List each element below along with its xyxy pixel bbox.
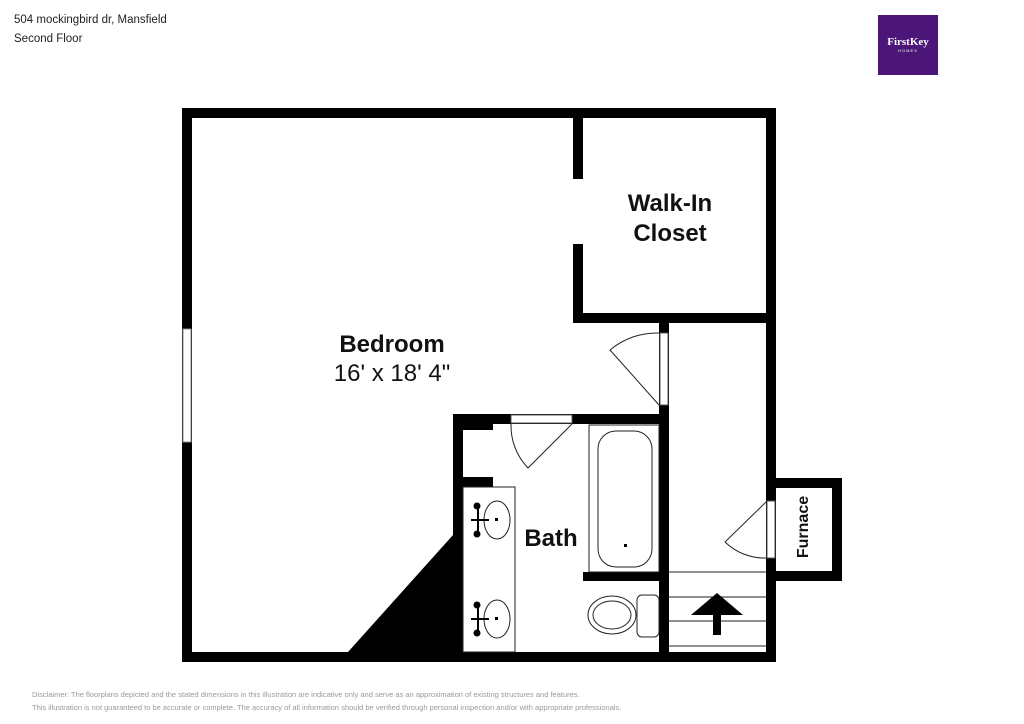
wall-right bbox=[766, 108, 776, 662]
bath-door-swing[interactable] bbox=[510, 423, 573, 469]
closet-wall-upper bbox=[573, 118, 583, 179]
closet-label-line2: Closet bbox=[633, 220, 707, 247]
faucet-handle-icon bbox=[473, 530, 481, 538]
furnace-label: Furnace bbox=[795, 495, 812, 559]
sink-drain-icon bbox=[495, 617, 498, 620]
faucet-handle-icon bbox=[473, 601, 481, 609]
stair-void bbox=[348, 535, 453, 652]
wall-top bbox=[182, 108, 776, 118]
closet-wall-lower bbox=[573, 244, 583, 323]
bath-label: Bath bbox=[524, 525, 578, 552]
bath-wall-left bbox=[453, 414, 463, 662]
furnace-door-swing[interactable] bbox=[724, 501, 767, 559]
faucet-handle-icon bbox=[473, 629, 481, 637]
bathtub-outer bbox=[588, 424, 660, 573]
property-address: 504 mockingbird dr, Mansfield bbox=[14, 14, 167, 26]
walls bbox=[182, 108, 842, 662]
closet-label-line1: Walk-In bbox=[627, 190, 713, 217]
logo-name: FirstKey bbox=[887, 35, 929, 48]
wall-bottom bbox=[182, 652, 776, 662]
hall-wall bbox=[659, 313, 669, 662]
toilet-bowl bbox=[587, 595, 637, 635]
furnace-door-opening bbox=[766, 500, 776, 559]
furnace-wall-top bbox=[766, 478, 842, 488]
closet-wall-bottom bbox=[573, 313, 776, 323]
faucet-icon bbox=[471, 508, 489, 532]
furnace-wall-right bbox=[832, 478, 842, 581]
hall-door-opening bbox=[659, 332, 669, 406]
bedroom-label: Bedroom bbox=[339, 331, 445, 358]
bedroom-door-swing[interactable] bbox=[609, 332, 660, 406]
stair-up-arrow-icon bbox=[691, 593, 743, 635]
toilet-tank bbox=[636, 594, 660, 638]
bath-stub-top bbox=[463, 424, 493, 430]
floor-label: Second Floor bbox=[14, 33, 83, 45]
closet-label: Walk-In Closet bbox=[600, 189, 740, 249]
bath-stub bbox=[463, 477, 493, 487]
faucet-icon bbox=[471, 607, 489, 631]
bedroom-dimensions: 16' x 18' 4" bbox=[333, 360, 451, 387]
furnace-wall-bottom bbox=[766, 571, 842, 581]
tub-drain bbox=[624, 544, 627, 547]
logo-sub: HOMES bbox=[898, 47, 918, 53]
bath-door-opening bbox=[510, 414, 573, 424]
tub-wall bbox=[583, 572, 659, 581]
disclaimer-line1: Disclaimer: The floorplans depicted and … bbox=[32, 690, 580, 699]
sink-drain-icon bbox=[495, 518, 498, 521]
faucet-handle-icon bbox=[473, 502, 481, 510]
vanity bbox=[462, 486, 516, 653]
bathtub-inner bbox=[597, 430, 653, 568]
firstkey-logo: FirstKey HOMES bbox=[878, 15, 938, 75]
toilet-seat bbox=[592, 600, 632, 630]
disclaimer-line2: This illustration is not guaranteed to b… bbox=[32, 703, 622, 712]
window-left bbox=[182, 328, 192, 443]
